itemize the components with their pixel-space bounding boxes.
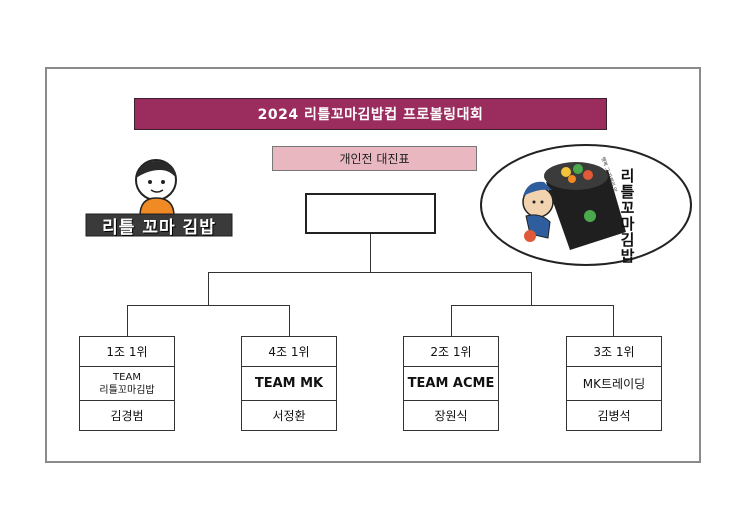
bracket-line	[127, 305, 290, 306]
brand-logo-right: 행복 그 자체의 맛 리틀꼬마김밥	[478, 142, 693, 267]
team-name-line: 리틀꼬마김밥	[99, 384, 155, 396]
champion-name	[307, 195, 434, 232]
team-rank: 4조 1위	[242, 337, 336, 367]
bracket-line	[613, 305, 614, 336]
champion-box	[305, 193, 436, 234]
bracket-subtitle: 개인전 대진표	[272, 146, 477, 171]
bracket-line	[451, 305, 614, 306]
player-name: 김병석	[597, 409, 631, 423]
logo-left-text: 리틀 꼬마 김밥	[102, 217, 216, 238]
kid-mascot-icon	[85, 159, 233, 237]
team-rank: 2조 1위	[404, 337, 498, 367]
bracket-line	[127, 305, 128, 336]
team-name: MK트레이딩	[567, 367, 661, 401]
team-rank: 1조 1위	[80, 337, 174, 367]
page-title: 2024 리틀꼬마김밥컵 프로볼링대회	[134, 98, 607, 130]
team-box: 4조 1위 TEAM MK 서정환	[241, 336, 337, 431]
bracket-line	[208, 272, 532, 273]
bracket-line	[451, 305, 452, 336]
team-name: TEAM ACME	[404, 367, 498, 401]
team-box: 3조 1위 MK트레이딩 김병석	[566, 336, 662, 431]
bracket-line	[531, 272, 532, 305]
bracket-line	[289, 305, 290, 336]
bracket-line	[370, 234, 371, 272]
team-name-line: TEAM	[113, 371, 141, 383]
bracket-line	[208, 272, 209, 305]
player-name: 김경범	[110, 409, 144, 423]
gimbap-mascot-icon	[480, 144, 692, 266]
team-name: TEAM MK	[242, 367, 336, 401]
player-name: 서정환	[272, 409, 306, 423]
brand-logo-left: 리틀 꼬마 김밥	[80, 158, 238, 240]
team-box: 2조 1위 TEAM ACME 장원식	[403, 336, 499, 431]
team-name: TEAM 리틀꼬마김밥	[80, 367, 174, 401]
team-rank: 3조 1위	[567, 337, 661, 367]
logo-right-text: 리틀꼬마김밥	[618, 168, 636, 264]
team-box: 1조 1위 TEAM 리틀꼬마김밥 김경범	[79, 336, 175, 431]
player-name: 장원식	[434, 409, 468, 423]
